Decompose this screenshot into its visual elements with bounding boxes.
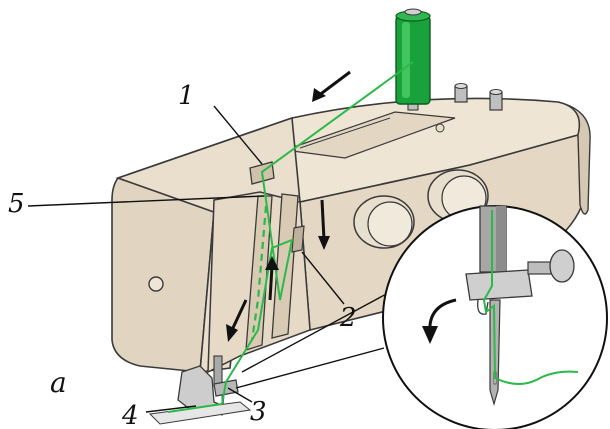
machine-head-side	[111, 177, 215, 373]
rotate-arrow-icon	[422, 298, 457, 344]
arrow-from-spool	[312, 70, 351, 102]
callout-1: 1	[178, 81, 195, 111]
machine-right-end	[557, 101, 591, 215]
thread-path	[221, 61, 414, 405]
thread-path-dashed	[250, 205, 268, 341]
inset-leader-top	[241, 291, 391, 373]
head-side-screw	[148, 276, 164, 292]
inset-needle-bar-shade	[496, 206, 506, 272]
arrow-down-right	[318, 199, 330, 250]
leader-1	[213, 105, 263, 165]
top-cover-slot	[299, 117, 391, 149]
top-cover-plate	[284, 111, 456, 159]
leader-2	[301, 251, 345, 305]
inset-thread-guide	[477, 299, 489, 315]
spool-pin-2-cap	[489, 89, 503, 95]
needle-bar	[213, 355, 223, 387]
figure-label: a	[50, 366, 67, 399]
callout-4: 4	[121, 401, 139, 429]
inset-needle-assembly	[465, 205, 579, 407]
inset-needle-clamp	[465, 269, 533, 301]
spool-pin-1-cap	[454, 83, 468, 89]
thread-spool-highlight	[402, 22, 410, 98]
spool-cap	[404, 8, 422, 16]
leader-3	[227, 387, 253, 403]
arrow-up-middle	[265, 256, 279, 301]
top-screw	[435, 123, 445, 133]
take-up-lever	[291, 225, 305, 253]
thread-channel-right	[271, 193, 299, 339]
arrow-down-left	[226, 299, 248, 342]
inset-clamp-screw-head	[549, 249, 575, 283]
callout-3: 3	[250, 397, 267, 427]
dial-left-face	[367, 201, 413, 247]
callout-2: 2	[339, 303, 357, 333]
leader-4	[145, 405, 197, 413]
needle-clamp	[213, 379, 239, 397]
thread-spool	[395, 15, 431, 105]
inset-leader-bottom	[235, 347, 385, 389]
callout-5: 5	[8, 189, 25, 219]
thread-channel-left	[245, 195, 273, 351]
leader-5	[27, 195, 265, 207]
thread-tail	[167, 403, 223, 413]
inset-thread	[482, 210, 579, 385]
